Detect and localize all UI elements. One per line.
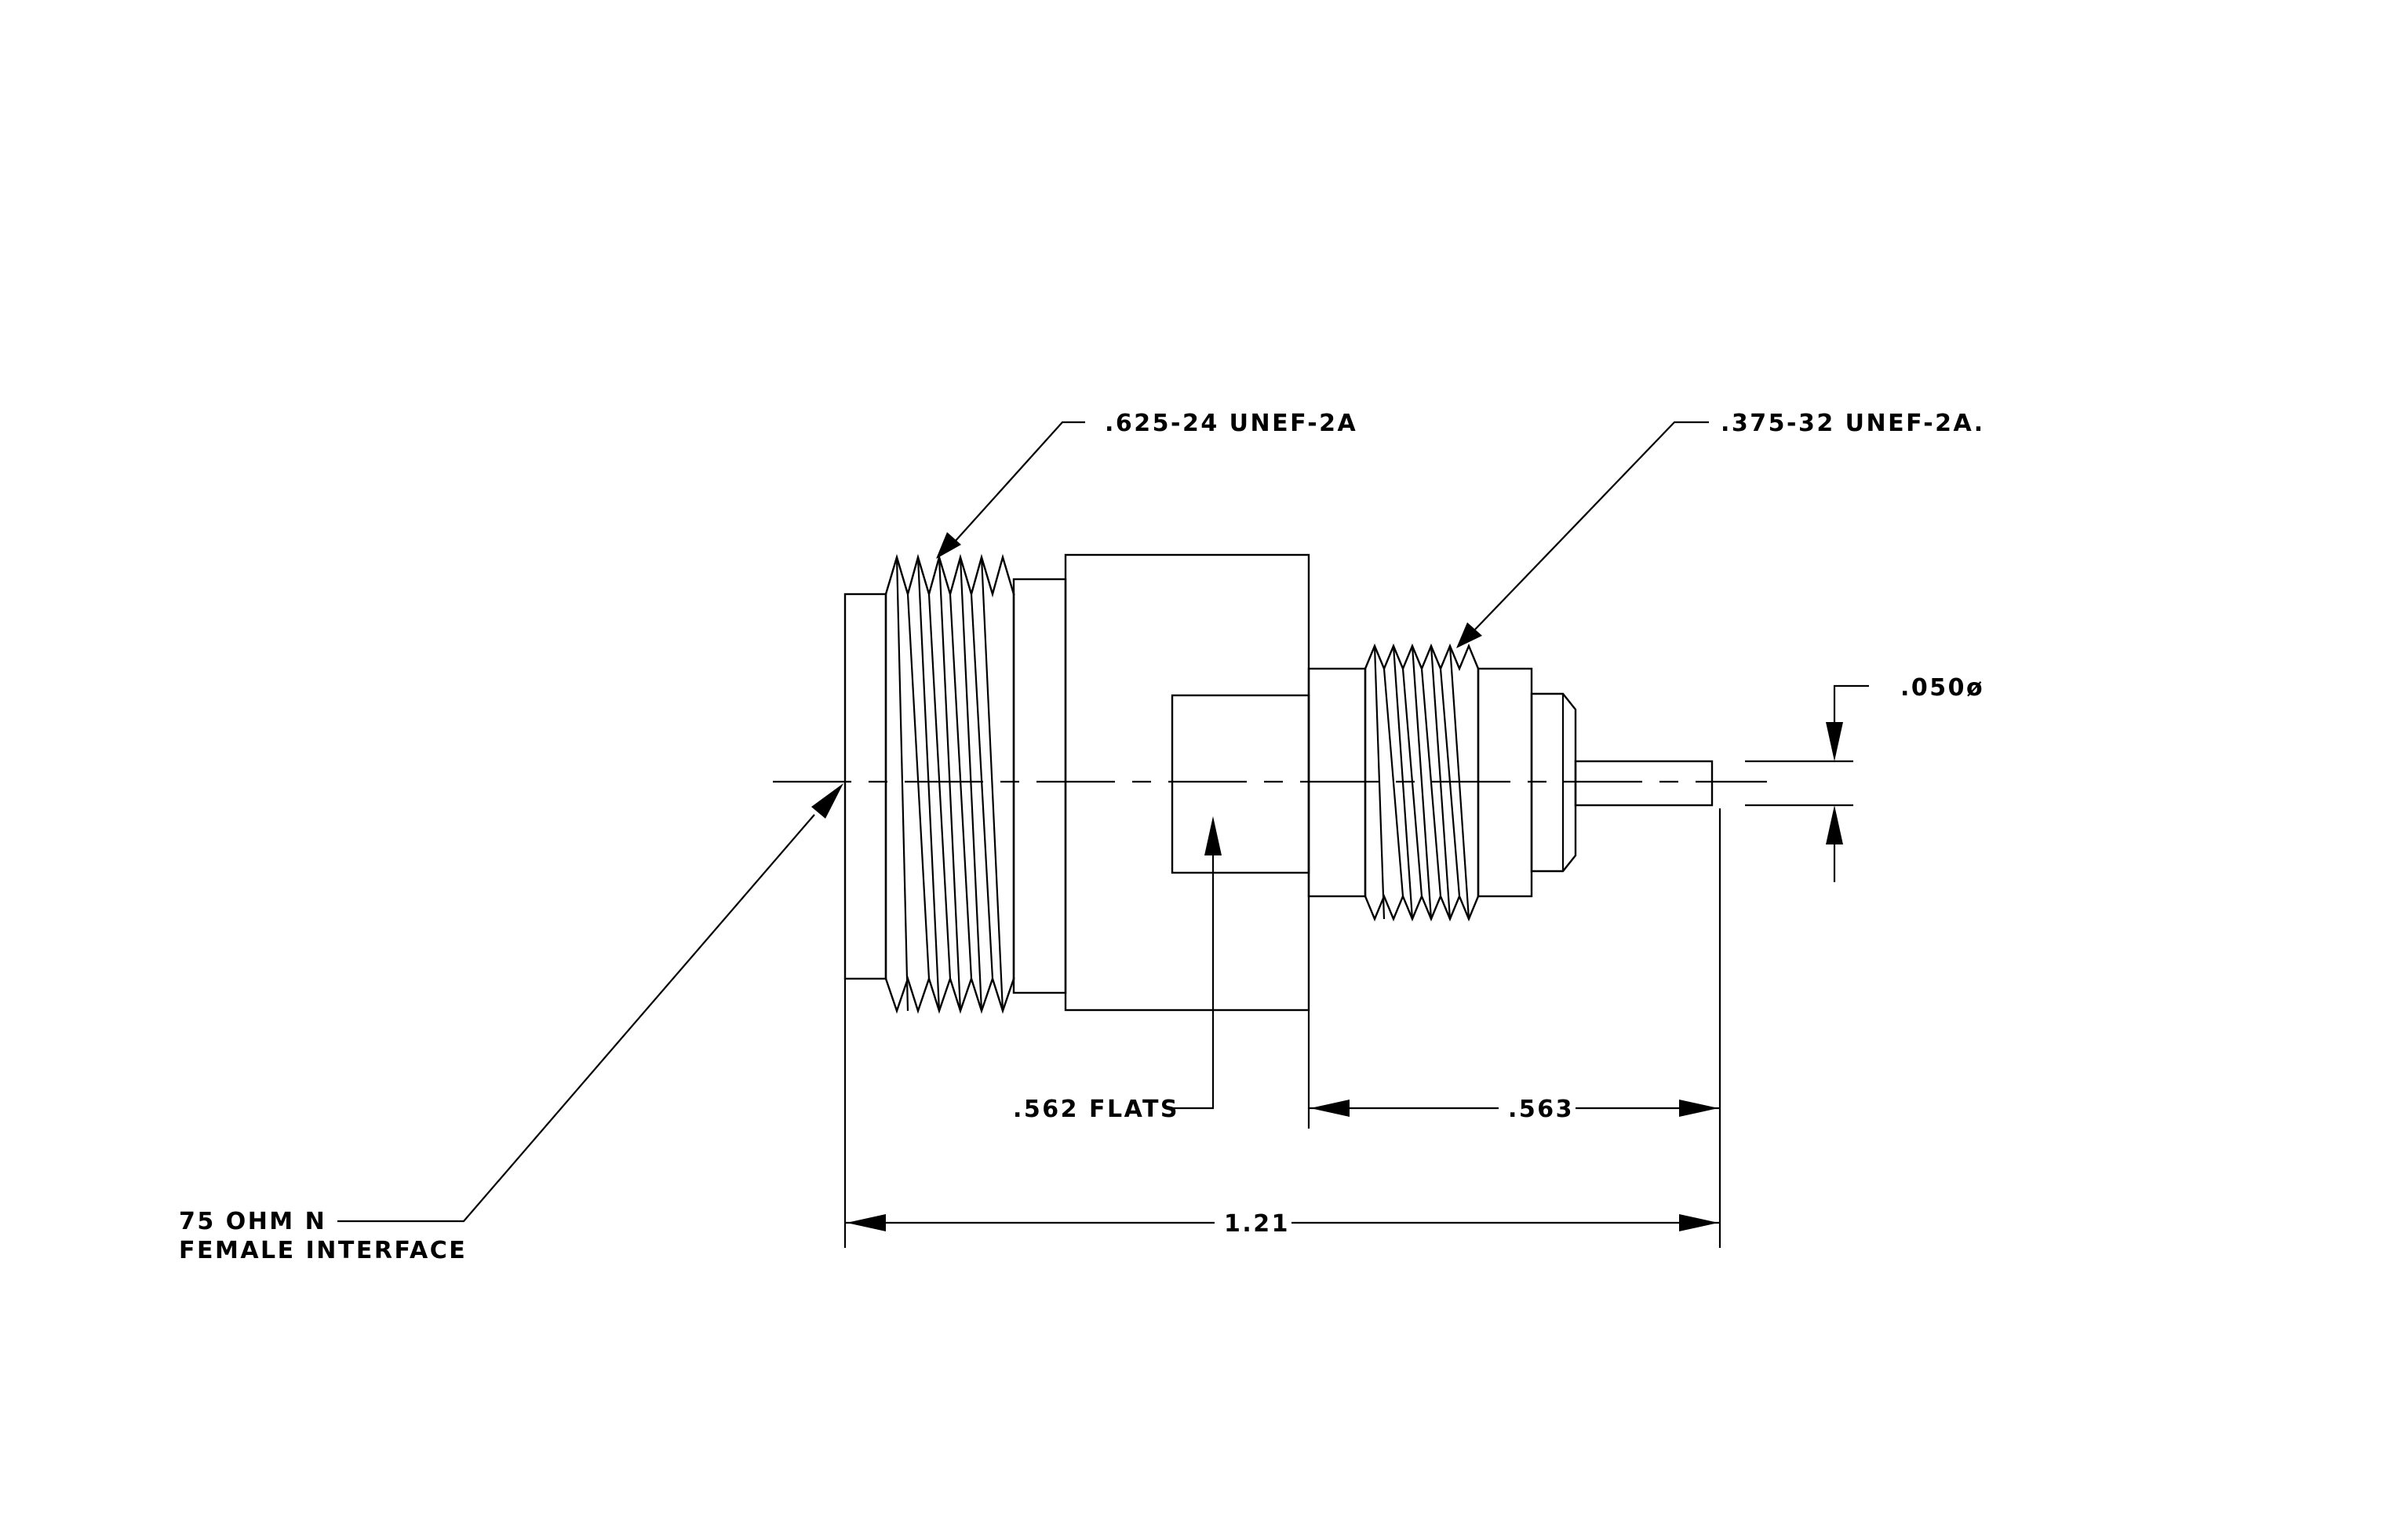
small-thread-callout: .375-32 UNEF-2A. [1456,410,1985,648]
large-thread-callout: .625-24 UNEF-2A [936,410,1357,559]
small-thread-label: .375-32 UNEF-2A. [1721,410,1985,437]
overall-length-label: 1.21 [1224,1210,1290,1238]
connector-body [843,553,1714,1014]
large-thread-label: .625-24 UNEF-2A [1105,410,1357,437]
pin-diameter-label: .050ø [1900,674,1984,702]
contact-pin [1574,760,1714,807]
large-thread [884,553,1015,1014]
rear-length-dimension: .563 [1309,1096,1720,1123]
front-collar [1012,578,1067,994]
interface-label-line2: FEMALE INTERFACE [179,1237,467,1264]
flats-label: .562 FLATS [1013,1096,1179,1123]
pin-diameter-callout: .050ø [1745,674,1984,882]
interface-label-line1: 75 OHM N [179,1208,326,1235]
hex-flat-face [1171,694,1310,874]
rear-length-label: .563 [1508,1096,1574,1123]
interface-callout: 75 OHM N FEMALE INTERFACE [179,783,843,1264]
overall-length-dimension: 1.21 [845,1210,1720,1238]
flats-callout: .562 FLATS [1013,816,1222,1123]
interface-face [843,593,887,980]
